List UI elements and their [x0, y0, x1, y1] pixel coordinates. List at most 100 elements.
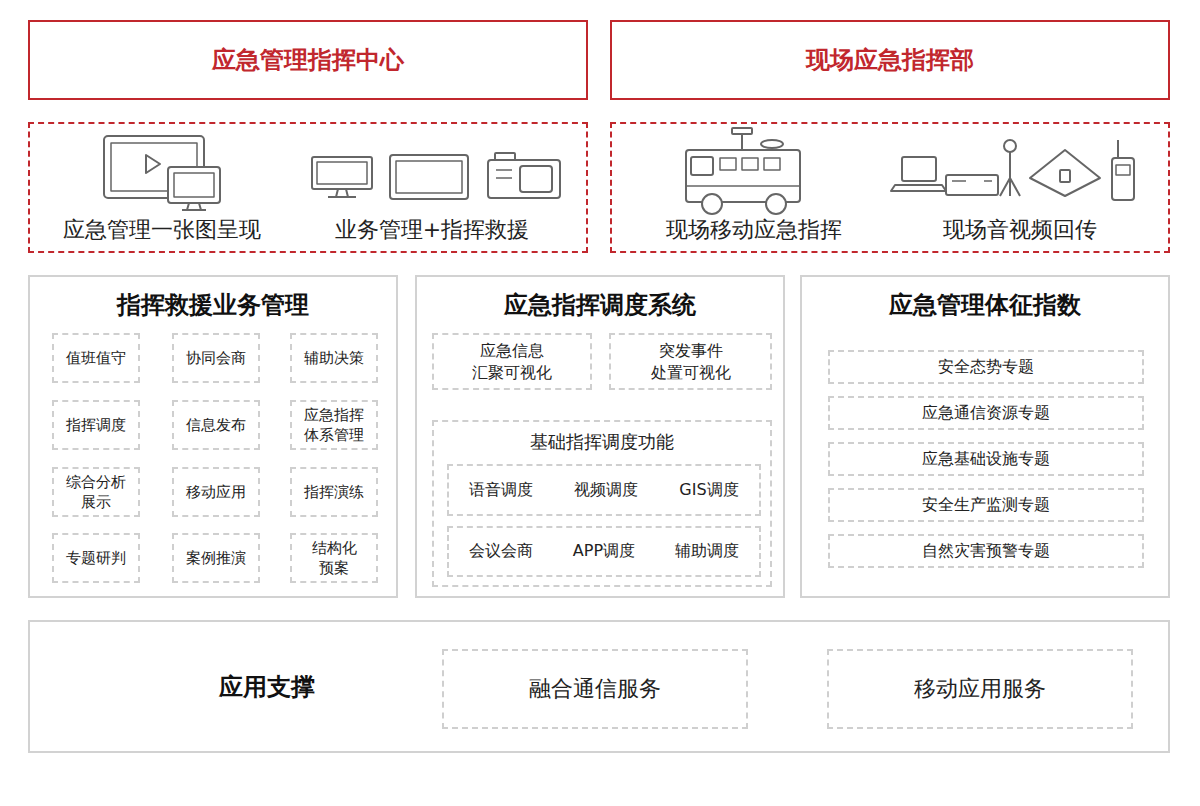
icon-shape — [317, 162, 367, 184]
icon-shape — [952, 180, 992, 182]
icon-shape — [182, 203, 206, 210]
module-panel: 指挥救援业务管理值班值守 协同会商 辅助决策指挥调度 信息发布 应急指挥 体系管理综合分… — [28, 275, 398, 598]
node-label: 应用支撑 — [30, 671, 504, 703]
icon-shape — [328, 189, 356, 197]
icon-shape — [488, 160, 560, 198]
function-box: 应急指挥 体系管理 — [290, 400, 378, 450]
node-label: 应急通信资源专题 — [922, 403, 1050, 424]
terminal-icon — [312, 153, 560, 199]
icon-shape — [764, 158, 780, 170]
scene-zone: 现场移动应急指挥 现场音视频回传 — [610, 122, 1170, 253]
icon-shape — [946, 175, 998, 195]
node-label: 安全态势专题 — [938, 357, 1034, 378]
header-box: 应急管理指挥中心 — [28, 20, 588, 100]
function-box: 专题研判 — [52, 533, 140, 583]
node-label: 现场应急指挥部 — [806, 44, 974, 76]
module-panel: 应急指挥调度系统应急信息 汇聚可视化突发事件 处置可视化基础指挥调度功能语音调度… — [415, 275, 785, 598]
node-label: 指挥救援业务管理 — [30, 289, 396, 321]
icon-shape — [720, 158, 736, 170]
function-box: 值班值守 — [52, 333, 140, 383]
node-label: 应急管理指挥中心 — [212, 44, 404, 76]
node-label: 专题研判 — [66, 548, 126, 568]
topic-bar: 安全生产监测专题 — [828, 488, 1144, 522]
function-box: 结构化 预案 — [290, 533, 378, 583]
function-group: 基础指挥调度功能语音调度视频调度GIS调度会议会商APP调度辅助调度 — [432, 420, 772, 587]
equipment-icon — [891, 140, 1134, 200]
node-label: 现场音视频回传 — [943, 215, 1097, 245]
topic-bar: 应急基础设施专题 — [828, 442, 1144, 476]
icon-shape — [686, 150, 800, 202]
icon-shape — [891, 185, 946, 191]
icon-shape — [146, 155, 160, 173]
node-label: 应急管理体征指数 — [802, 289, 1168, 321]
node-label: GIS调度 — [679, 480, 738, 501]
icon-shape — [766, 194, 786, 214]
node-label: 应急信息 汇聚可视化 — [464, 340, 560, 383]
service-box: 移动应用服务 — [827, 649, 1133, 729]
node-label: 自然灾害预警专题 — [922, 541, 1050, 562]
icon-shape — [520, 166, 552, 192]
function-box: 突发事件 处置可视化 — [609, 333, 772, 390]
icon-shape — [1060, 170, 1070, 182]
screen-icon — [104, 136, 220, 210]
node-label: 信息发布 — [186, 415, 246, 435]
topic-bar: 安全态势专题 — [828, 350, 1144, 384]
node-label: 应急管理一张图呈现 — [63, 215, 261, 245]
node-label: 安全生产监测专题 — [922, 495, 1050, 516]
icon-shape — [1116, 165, 1130, 175]
topic-bar: 自然灾害预警专题 — [828, 534, 1144, 568]
node-label: 移动应用 — [186, 482, 246, 502]
icon-shape — [1000, 152, 1020, 196]
icon-shape — [1117, 140, 1119, 158]
node-label: 融合通信服务 — [529, 674, 661, 704]
icon-shape — [1004, 140, 1016, 152]
node-label: 应急指挥 体系管理 — [300, 405, 369, 446]
function-box: 协同会商 — [172, 333, 260, 383]
vehicle-icon — [686, 128, 800, 214]
function-box: 指挥调度 — [52, 400, 140, 450]
icon-shape — [741, 134, 743, 150]
function-box: 移动应用 — [172, 467, 260, 517]
function-box: 辅助决策 — [290, 333, 378, 383]
node-label: 协同会商 — [186, 348, 246, 368]
node-label: 应急指挥调度系统 — [417, 289, 783, 321]
function-row: 语音调度视频调度GIS调度 — [447, 464, 761, 516]
node-label: 会议会商 — [469, 541, 533, 562]
icon-shape — [495, 153, 515, 160]
node-label: 突发事件 处置可视化 — [643, 340, 739, 383]
icon-shape — [702, 194, 722, 214]
icon-shape — [168, 167, 220, 203]
node-label: 辅助决策 — [304, 348, 364, 368]
function-box: 信息发布 — [172, 400, 260, 450]
icon-shape — [396, 161, 462, 193]
icon-shape — [390, 155, 468, 199]
node-label: 现场移动应急指挥 — [666, 215, 842, 245]
header-box: 现场应急指挥部 — [610, 20, 1170, 100]
node-label: 应急基础设施专题 — [922, 449, 1050, 470]
icon-shape — [761, 140, 783, 148]
icon-shape — [1030, 150, 1100, 196]
node-label: 视频调度 — [574, 480, 638, 501]
icon-shape — [496, 170, 512, 178]
scene-zone: 应急管理一张图呈现 业务管理+指挥救援 — [28, 122, 588, 253]
icon-shape — [312, 157, 372, 189]
node-label: 基础指挥调度功能 — [434, 430, 770, 454]
function-box: 综合分析 展示 — [52, 467, 140, 517]
function-box: 案例推演 — [172, 533, 260, 583]
topic-bar: 应急通信资源专题 — [828, 396, 1144, 430]
icon-shape — [686, 185, 800, 187]
module-panel: 应急管理体征指数安全态势专题应急通信资源专题应急基础设施专题安全生产监测专题自然… — [800, 275, 1170, 598]
support-panel: 应用支撑融合通信服务 移动应用服务 — [28, 620, 1170, 753]
node-label: 案例推演 — [186, 548, 246, 568]
function-row: 会议会商APP调度辅助调度 — [447, 526, 761, 577]
function-box: 指挥演练 — [290, 467, 378, 517]
icon-shape — [691, 157, 713, 175]
node-label: 业务管理+指挥救援 — [335, 215, 529, 245]
icon-shape — [902, 157, 936, 181]
node-label: 结构化 预案 — [300, 538, 369, 579]
node-label: APP调度 — [573, 541, 635, 562]
icon-shape — [732, 128, 752, 134]
node-label: 指挥调度 — [66, 415, 126, 435]
node-label: 移动应用服务 — [914, 674, 1046, 704]
